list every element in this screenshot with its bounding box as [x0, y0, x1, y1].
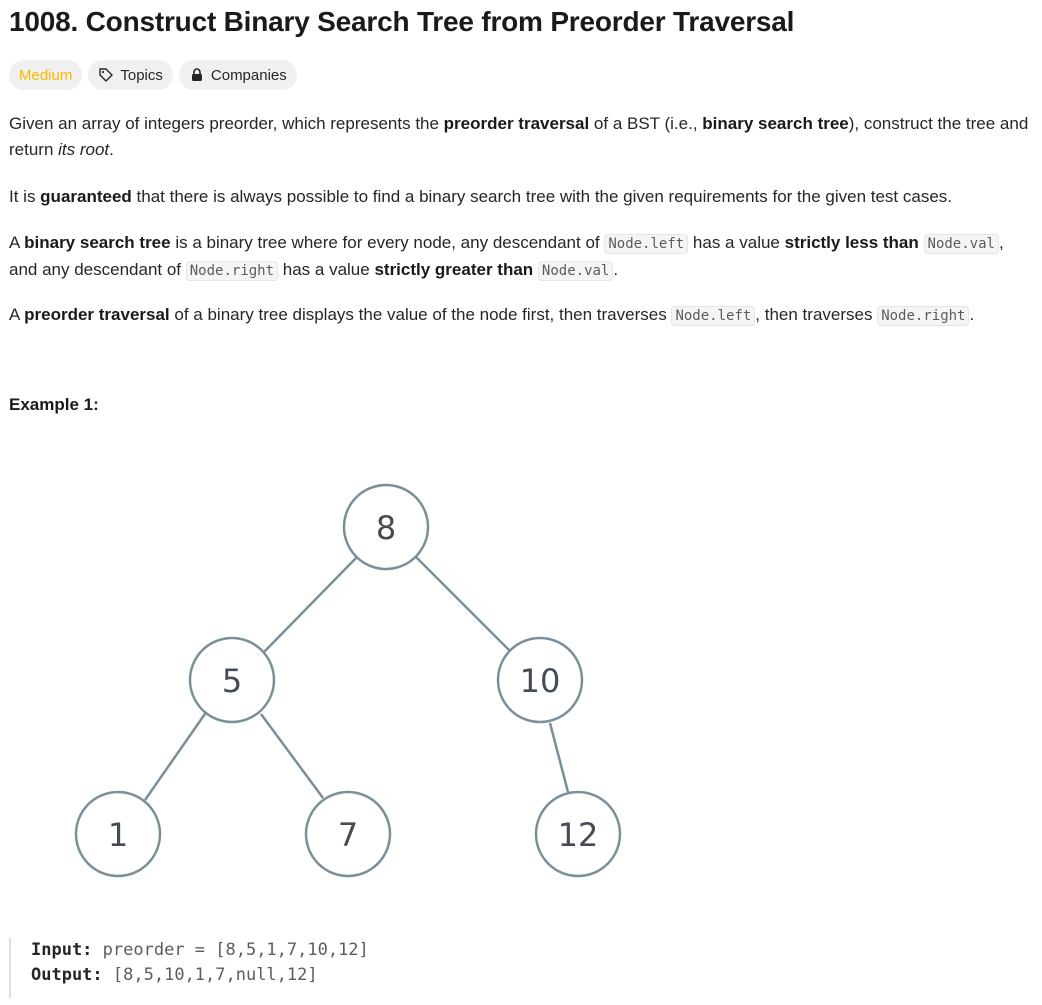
tree-edge	[414, 555, 512, 653]
description-paragraph-2: It is guaranteed that there is always po…	[9, 187, 953, 206]
tree-node-5	[188, 636, 276, 724]
problem-title: 1008. Construct Binary Search Tree from …	[9, 6, 795, 37]
inline-code: Node.left	[604, 234, 689, 254]
tree-node-12	[534, 790, 622, 878]
example-title: Example 1:	[9, 395, 99, 414]
topics-button[interactable]: Topics	[88, 60, 173, 90]
tree-node-8	[342, 483, 430, 571]
inline-code: Node.right	[877, 306, 970, 326]
lock-icon	[189, 67, 205, 83]
tree-node-10	[496, 636, 584, 724]
description-paragraph-1: Given an array of integers preorder, whi…	[9, 114, 1029, 159]
tree-node-7	[304, 790, 392, 878]
example-tree-diagram: 8 5 10 1 7 12	[74, 483, 622, 878]
tree-node-1	[74, 790, 162, 878]
tree-node-label: 1	[108, 816, 128, 854]
tree-node-label: 8	[376, 509, 396, 547]
companies-label: Companies	[210, 66, 287, 84]
tree-edge	[263, 556, 358, 653]
inline-code: Node.left	[671, 306, 756, 326]
tag-icon	[98, 67, 114, 83]
topics-label: Topics	[120, 66, 163, 84]
description-paragraph-3: A binary search tree is a binary tree wh…	[9, 233, 1004, 281]
tree-node-label: 7	[338, 816, 358, 854]
difficulty-badge[interactable]: Medium	[9, 60, 83, 90]
description-paragraph-4: A preorder traversal of a binary tree di…	[9, 305, 975, 326]
companies-button[interactable]: Companies	[178, 60, 297, 90]
inline-code: Node.val	[537, 261, 614, 281]
tree-node-label: 10	[520, 662, 561, 700]
tag-bar: Medium Topics Companies	[9, 60, 297, 90]
tree-node-label: 5	[222, 662, 242, 700]
tree-edge	[259, 713, 325, 799]
tree-edge	[548, 722, 570, 793]
tree-edge	[143, 710, 209, 801]
example-output-line: Output: [8,5,10,1,7,null,12]	[31, 965, 318, 985]
example-io-block: Input: preorder = [8,5,1,7,10,12] Output…	[9, 938, 369, 998]
tree-node-label: 12	[558, 816, 599, 854]
inline-code: Node.right	[185, 261, 279, 281]
example-input-line: Input: preorder = [8,5,1,7,10,12]	[31, 940, 369, 960]
inline-code: Node.val	[923, 234, 999, 254]
